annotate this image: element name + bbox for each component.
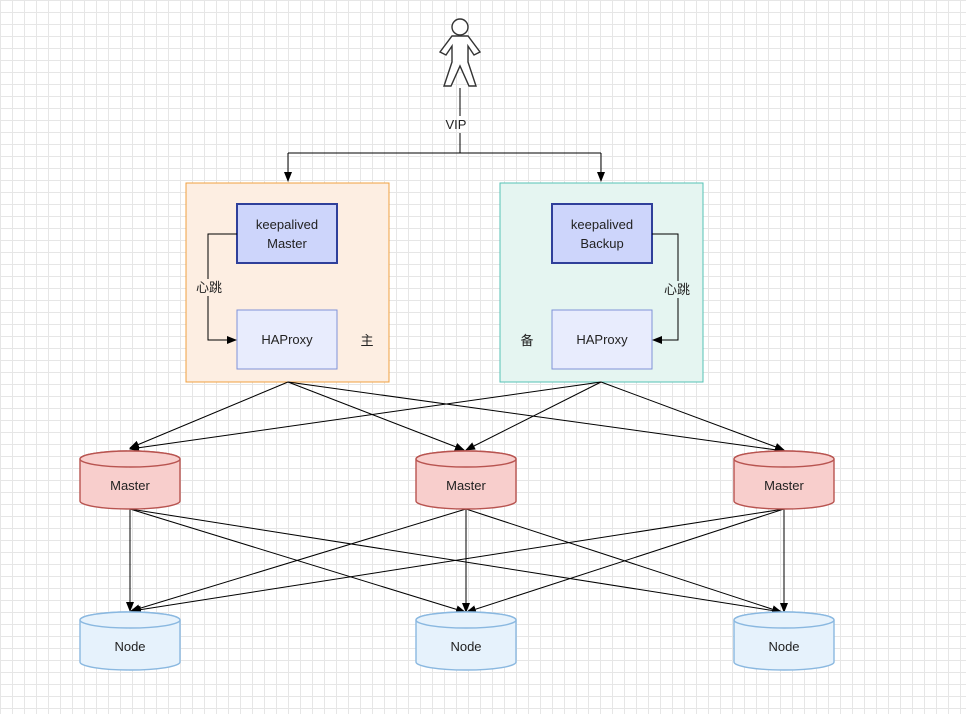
master-label: Master: [446, 478, 486, 493]
keepalived-backup-box: [551, 203, 653, 264]
backup-role-label: 备: [520, 333, 533, 348]
heartbeat-primary-label: 心跳: [196, 280, 222, 295]
haproxy-primary-label: HAProxy: [261, 332, 313, 347]
haproxy-backup-label: HAProxy: [576, 332, 628, 347]
node-label: Node: [114, 639, 145, 654]
keepalived-backup-label-2: Backup: [580, 236, 623, 251]
heartbeat-primary-label-bg: [195, 279, 223, 296]
keepalived-master-label-2: Master: [267, 236, 307, 251]
node-label: Node: [450, 639, 481, 654]
node-cylinder: Node: [733, 611, 835, 671]
primary-role-label: 主: [360, 333, 373, 348]
master-cylinder: Master: [79, 450, 181, 510]
node-label: Node: [768, 639, 799, 654]
keepalived-master-label-1: keepalived: [256, 217, 318, 232]
vip-label: VIP: [446, 117, 467, 132]
master-to-node-edges: [126, 508, 788, 615]
master-label: Master: [110, 478, 150, 493]
node-databases: Node Node Node: [79, 611, 835, 671]
master-databases: Master Master Master: [79, 450, 835, 510]
master-cylinder: Master: [415, 450, 517, 510]
master-label: Master: [764, 478, 804, 493]
primary-group: keepalived Master HAProxy 心跳 主: [185, 182, 390, 383]
haproxy-primary-box: [236, 309, 338, 370]
keepalived-master-box: [236, 203, 338, 264]
backup-group: keepalived Backup HAProxy 心跳 备: [499, 182, 704, 383]
vip-connector: [284, 88, 605, 182]
haproxy-to-master-edges: [129, 381, 785, 454]
node-cylinder: Node: [415, 611, 517, 671]
master-cylinder: Master: [733, 450, 835, 510]
keepalived-backup-label-1: keepalived: [571, 217, 633, 232]
user-actor-icon: [438, 18, 482, 87]
haproxy-backup-box: [551, 309, 653, 370]
node-cylinder: Node: [79, 611, 181, 671]
heartbeat-backup-label-bg: [663, 281, 691, 298]
heartbeat-backup-label: 心跳: [664, 282, 690, 297]
